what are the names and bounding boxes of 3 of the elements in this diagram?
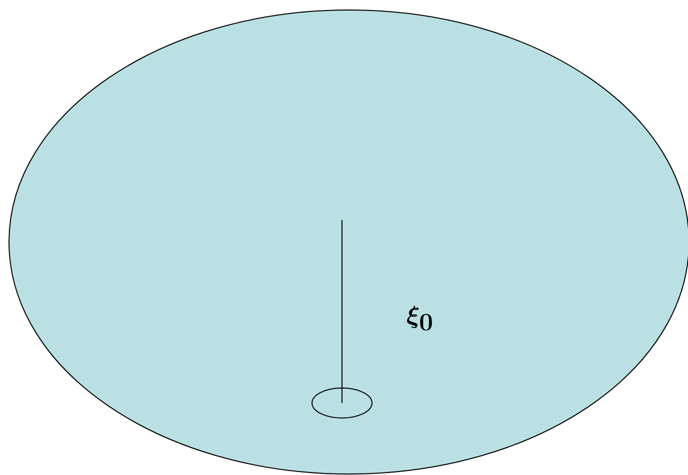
core-ellipse: [312, 388, 372, 418]
ellipse-region: [8, 10, 688, 474]
symbol-label: $\xi_0$: [407, 306, 432, 331]
